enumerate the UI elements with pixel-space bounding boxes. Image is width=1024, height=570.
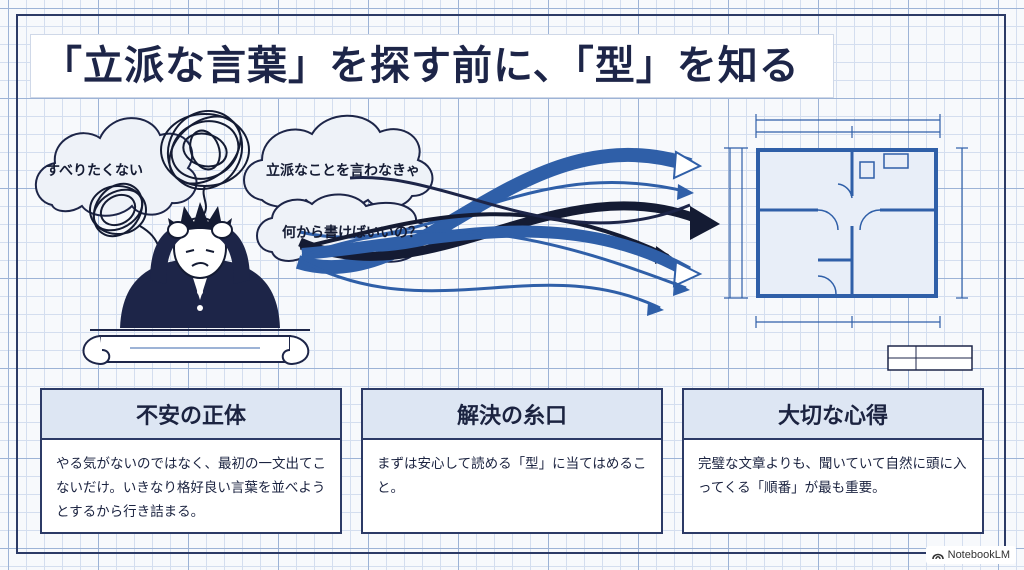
card-heading: 大切な心得 bbox=[684, 390, 982, 440]
worry-text-impressive: 立派なことを言わなきゃ bbox=[266, 163, 420, 179]
worried-person bbox=[120, 202, 280, 328]
notebooklm-badge: NotebookLM bbox=[925, 546, 1016, 564]
arrow-flow bbox=[295, 147, 720, 316]
card-heading: 解決の糸口 bbox=[363, 390, 661, 440]
card-anxiety: 不安の正体 やる気がないのではなく、最初の一文出てこないだけ。いきなり格好良い言… bbox=[40, 388, 342, 534]
card-body: やる気がないのではなく、最初の一文出てこないだけ。いきなり格好良い言葉を並べよう… bbox=[56, 456, 326, 520]
worry-text-slip: すべりたくない bbox=[46, 163, 144, 179]
card-body: 完璧な文章よりも、聞いていて自然に頭に入ってくる「順番」が最も重要。 bbox=[698, 456, 967, 496]
title-box bbox=[30, 34, 834, 98]
floor-plan-blueprint bbox=[724, 114, 973, 371]
card-mindset: 大切な心得 完璧な文章よりも、聞いていて自然に頭に入ってくる「順番」が最も重要。 bbox=[682, 388, 984, 534]
card-heading: 不安の正体 bbox=[42, 390, 340, 440]
paper-scroll-icon bbox=[82, 335, 310, 366]
worry-text-where-start: 何から書けばいいの？ bbox=[282, 225, 422, 241]
badge-label: NotebookLM bbox=[947, 549, 1010, 561]
blueprint-frame bbox=[16, 14, 1006, 554]
card-solution: 解決の糸口 まずは安心して読める「型」に当てはめること。 bbox=[361, 388, 663, 534]
notebooklm-icon bbox=[931, 553, 944, 560]
page-title: 「立派な言葉」を探す前に、「型」を知る bbox=[42, 43, 800, 89]
card-body: まずは安心して読める「型」に当てはめること。 bbox=[377, 456, 647, 496]
scribble-small bbox=[89, 182, 161, 251]
scribble-large bbox=[160, 109, 250, 215]
